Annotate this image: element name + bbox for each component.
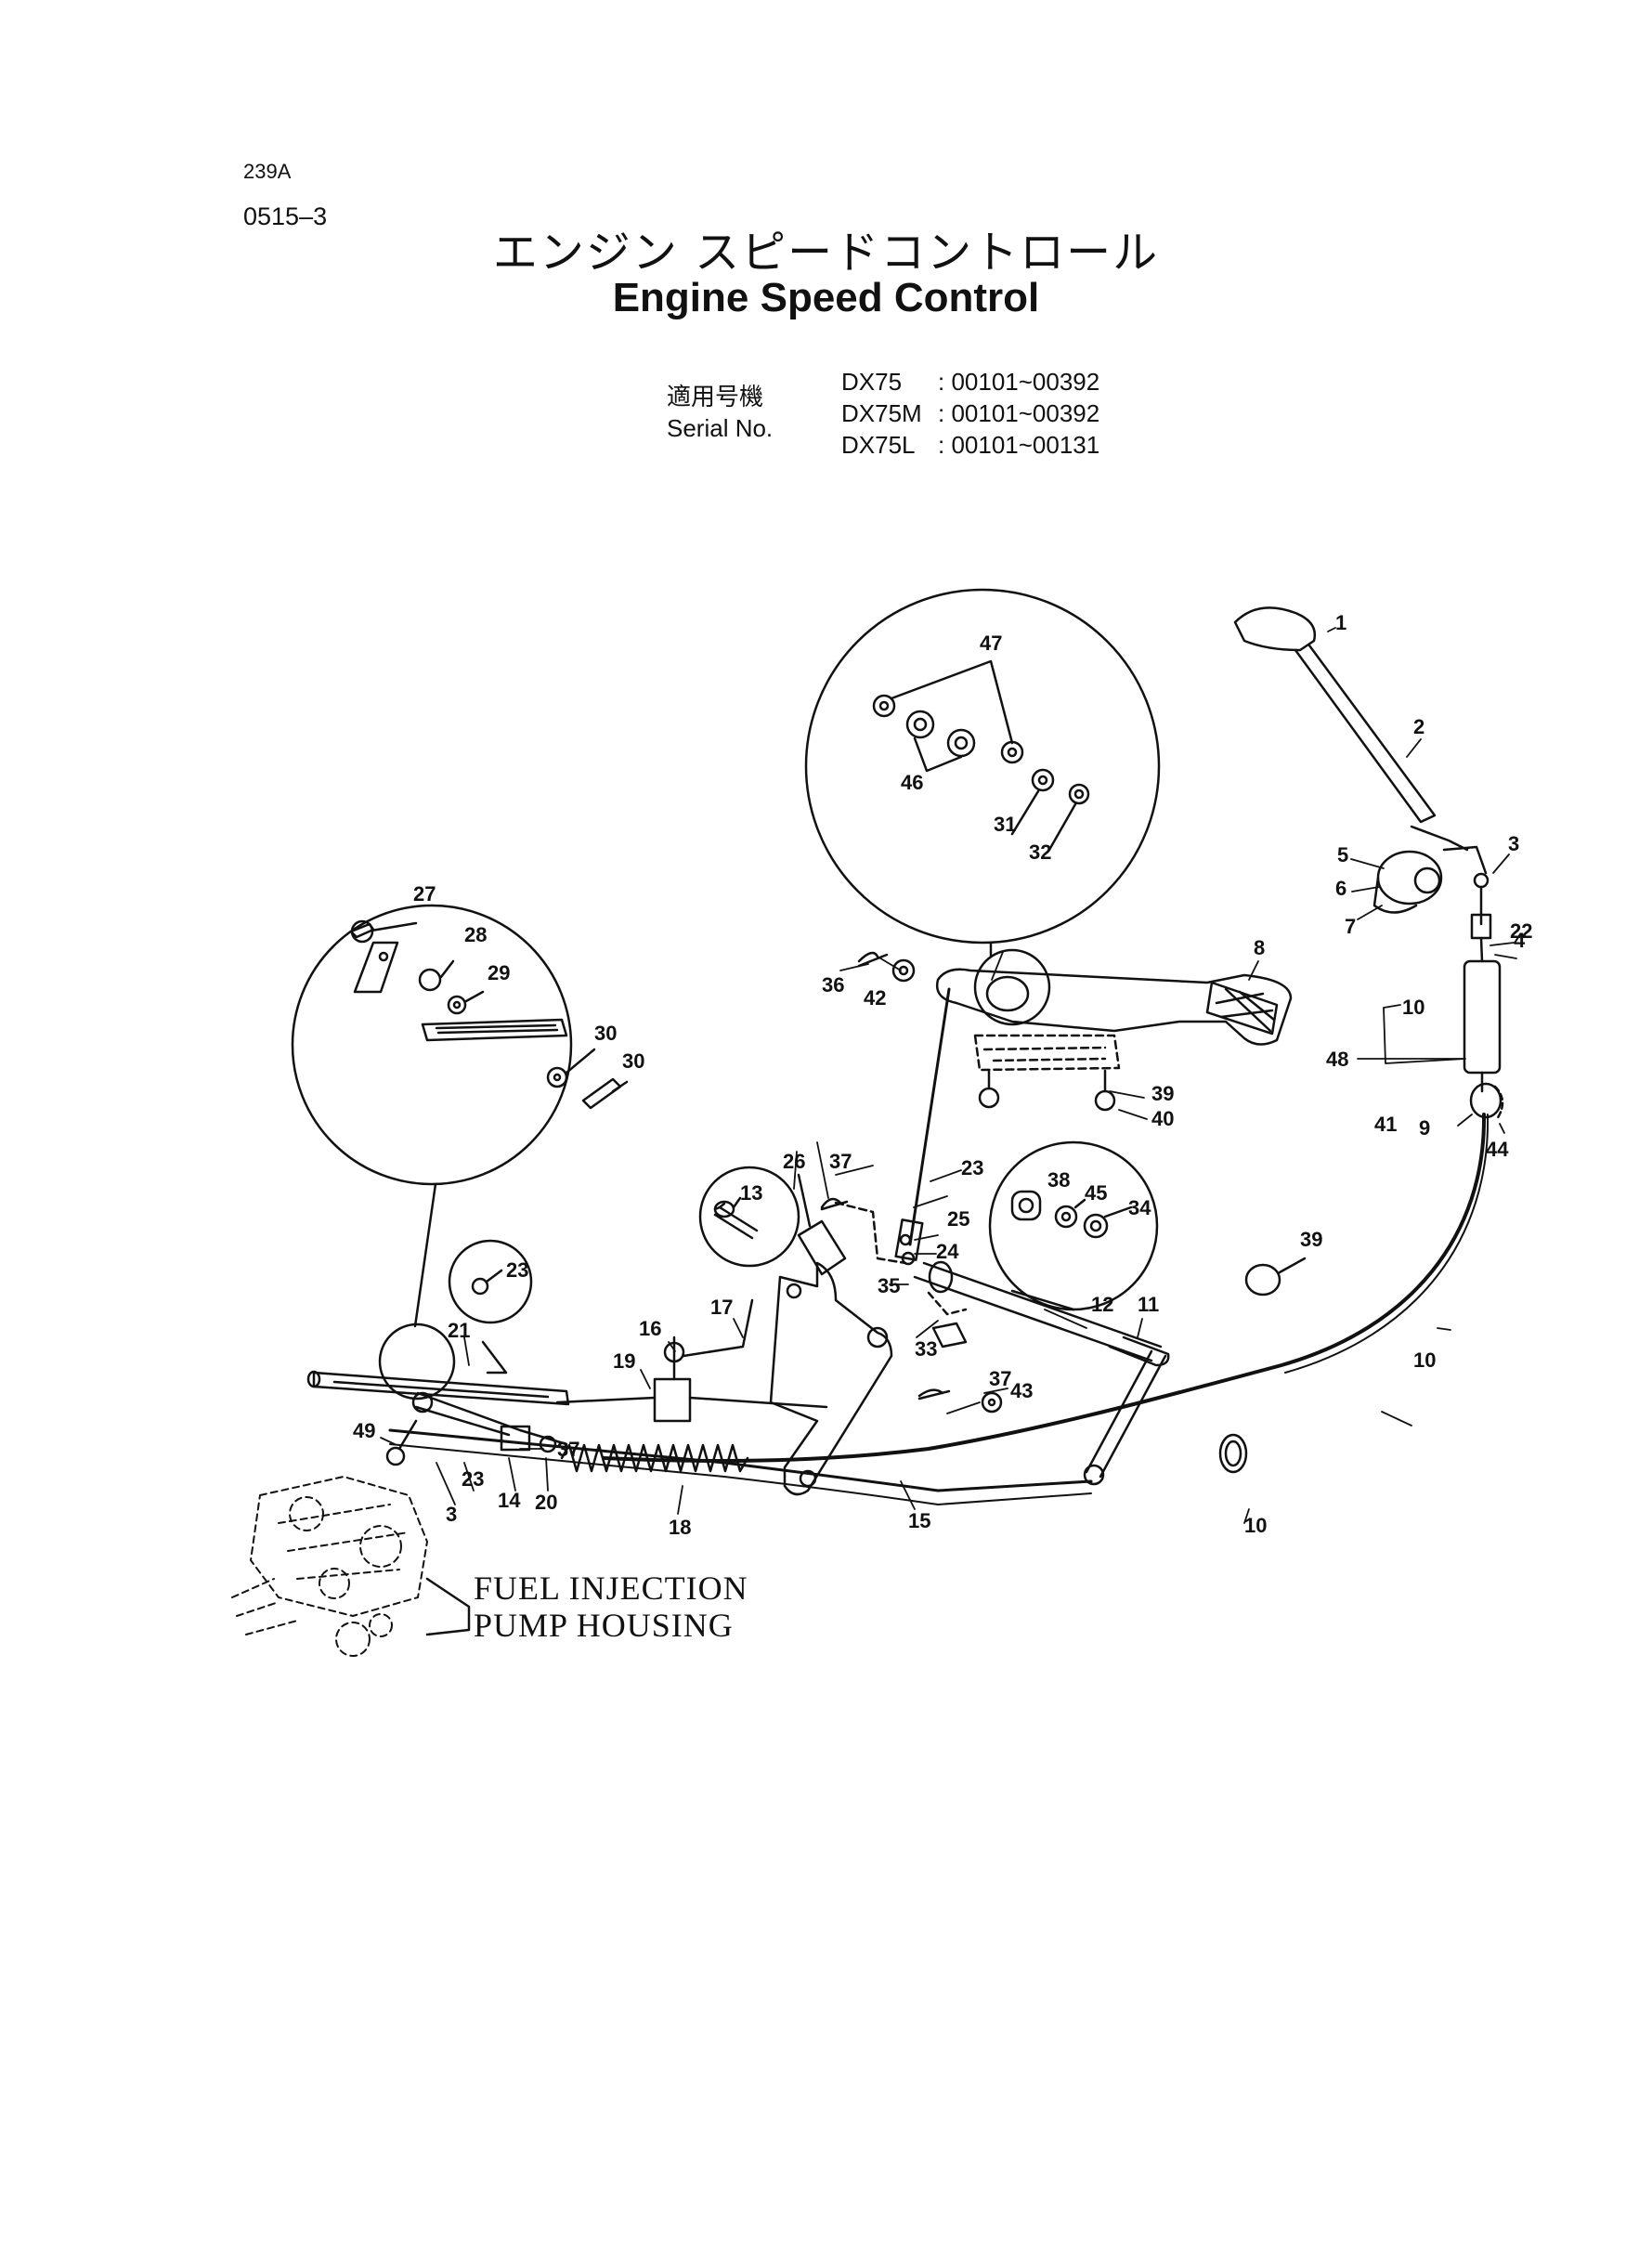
callout-label: 38 xyxy=(1047,1168,1070,1192)
callout-label: 26 xyxy=(783,1150,805,1173)
callout-label: 8 xyxy=(1254,936,1265,959)
serial-label-japanese: 適用号機 xyxy=(667,383,764,410)
callout-label: 19 xyxy=(613,1349,635,1373)
fuel-pump-caption-line1: FUEL INJECTION xyxy=(474,1570,748,1607)
callout-label: 11 xyxy=(1138,1293,1159,1316)
callout-label: 48 xyxy=(1326,1048,1348,1071)
callout-label: 10 xyxy=(1402,996,1424,1019)
detail-circle-bolt xyxy=(698,1166,800,1268)
callout-label: 23 xyxy=(462,1467,484,1491)
callout-label: 45 xyxy=(1085,1181,1107,1205)
accelerator-pedal xyxy=(935,968,1293,1112)
serial-row: DX75 : 00101~00392 xyxy=(841,366,1099,397)
title-japanese: エンジン スピードコントロール xyxy=(492,227,1160,279)
callout-label: 18 xyxy=(669,1516,691,1539)
serial-range: : 00101~00131 xyxy=(938,431,1100,459)
detail-circle-shaft-parts xyxy=(988,1140,1159,1311)
callout-label: 2 xyxy=(1413,715,1424,738)
serial-list: DX75 : 00101~00392 DX75M : 00101~00392 DX7… xyxy=(841,366,1099,461)
fuel-pump-caption-line2: PUMP HOUSING xyxy=(474,1607,734,1644)
callout-label: 30 xyxy=(622,1049,644,1073)
callout-label: 21 xyxy=(448,1319,470,1342)
document-number: 0515–3 xyxy=(243,202,328,230)
callout-label: 39 xyxy=(1151,1082,1174,1105)
callout-label: 29 xyxy=(488,961,510,984)
callout-label: 3 xyxy=(1508,832,1519,855)
return-spring xyxy=(560,1443,749,1473)
callout-label: 6 xyxy=(1335,877,1346,900)
serial-range: : 00101~00392 xyxy=(938,399,1100,427)
callout-label: 12 xyxy=(1091,1293,1113,1316)
callout-label: 10 xyxy=(1244,1514,1267,1537)
callout-label: 43 xyxy=(1010,1379,1033,1402)
callout-label: 10 xyxy=(1413,1348,1436,1372)
callout-label: 47 xyxy=(980,632,1002,655)
serial-model: DX75M xyxy=(841,399,922,427)
serial-range: : 00101~00392 xyxy=(938,368,1100,396)
callout-label: 27 xyxy=(413,882,436,905)
serial-model: DX75L xyxy=(841,431,916,459)
fuel-pump-housing xyxy=(231,1476,428,1657)
callout-label: 37 xyxy=(829,1150,852,1173)
callout-label: 13 xyxy=(740,1181,762,1205)
callout-label: 42 xyxy=(864,986,886,1010)
callout-label: 46 xyxy=(901,771,923,794)
callout-label: 4 xyxy=(1514,929,1526,952)
callout-label: 14 xyxy=(498,1489,521,1512)
callout-label: 37 xyxy=(989,1367,1011,1390)
callout-label: 31 xyxy=(994,813,1016,836)
detail-circle-nut xyxy=(448,1239,533,1324)
callout-label: 7 xyxy=(1345,915,1356,938)
callout-label: 34 xyxy=(1128,1196,1151,1219)
callout-label: 41 xyxy=(1374,1113,1397,1136)
callout-label: 40 xyxy=(1151,1107,1174,1130)
cross-shaft xyxy=(913,1257,1307,1486)
callout-label: 35 xyxy=(878,1274,900,1297)
callout-label: 32 xyxy=(1029,840,1051,864)
callout-label: 36 xyxy=(822,973,844,997)
callout-label: 5 xyxy=(1337,843,1348,866)
serial-model: DX75 xyxy=(841,368,903,396)
detail-circle-plates xyxy=(291,904,573,1186)
callout-label: 23 xyxy=(961,1156,983,1179)
callout-label: 15 xyxy=(908,1509,930,1532)
callout-label: 44 xyxy=(1486,1138,1509,1161)
serial-label-english: Serial No. xyxy=(667,414,774,442)
detail-link-circle-pedal xyxy=(973,948,1051,1026)
serial-row: DX75L : 00101~00131 xyxy=(841,429,1099,461)
callout-label: 33 xyxy=(915,1337,937,1361)
callout-label: 16 xyxy=(639,1317,661,1340)
detail-link-circle-rod xyxy=(378,1322,456,1401)
lever-bracket xyxy=(555,1261,893,1496)
title-english: Engine Speed Control xyxy=(612,275,1040,320)
serial-row: DX75M : 00101~00392 xyxy=(841,397,1099,429)
callout-label: 9 xyxy=(1419,1116,1430,1140)
callout-label: 39 xyxy=(1300,1228,1322,1251)
speed-rod xyxy=(306,1340,570,1466)
callout-label: 1 xyxy=(1335,611,1346,634)
callout-label: 17 xyxy=(710,1296,733,1319)
plate-set xyxy=(349,919,629,1110)
callout-label: 28 xyxy=(464,923,487,946)
throttle-lever xyxy=(1233,606,1504,1121)
shaft-parts xyxy=(1010,1190,1133,1239)
callout-label: 22 xyxy=(1510,919,1532,943)
callout-label: 23 xyxy=(506,1258,528,1282)
callout-label: 30 xyxy=(594,1022,617,1045)
callout-label: 24 xyxy=(936,1240,959,1263)
callout-label: 20 xyxy=(535,1491,557,1514)
callout-label: 25 xyxy=(947,1207,969,1231)
detail-circle-bushings xyxy=(804,588,1161,945)
callout-label: 37 xyxy=(557,1438,579,1461)
control-cable xyxy=(602,1113,1487,1463)
callout-label: 3 xyxy=(446,1503,457,1526)
callout-labels: 1 2 3 4 5 6 7 8 9 10 10 10 11 12 13 14 1… xyxy=(353,611,1532,1539)
callout-label: 49 xyxy=(353,1419,375,1442)
page-code: 239A xyxy=(243,160,292,183)
bushing-set xyxy=(872,659,1090,852)
serial-label: 適用号機 Serial No. xyxy=(667,381,773,444)
